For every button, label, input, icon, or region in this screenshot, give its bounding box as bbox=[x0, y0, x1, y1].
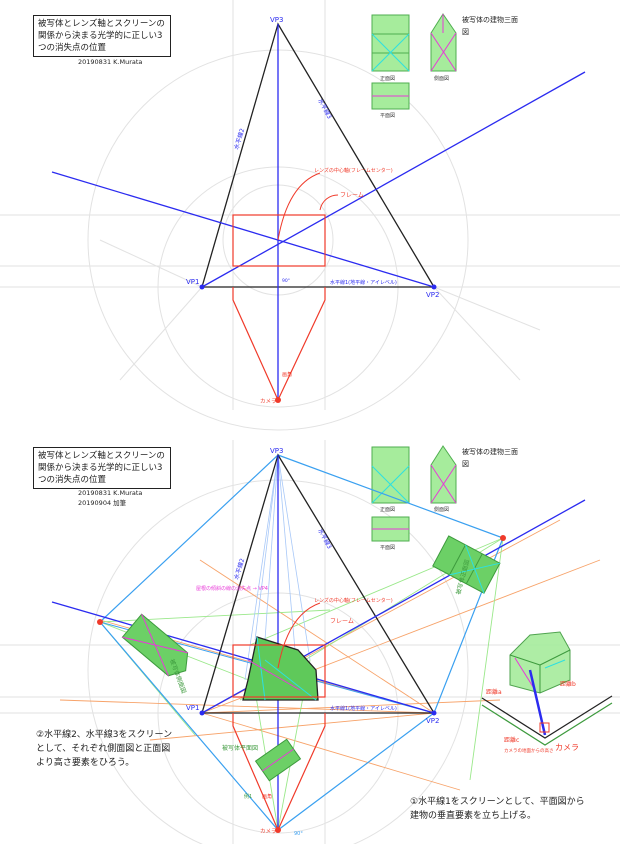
vanishing-triangle bbox=[201, 22, 436, 288]
three-view-title-bottom: 被写体の建物三面図 bbox=[462, 448, 518, 468]
front-view-label-bottom: 正面図 bbox=[380, 507, 395, 513]
top-diagram: VP3 VP1 VP2 水平線1(地平線・アイレベル) 水平線2 水平線3 レン… bbox=[0, 0, 620, 431]
signature-top: 20190831 K.Murata bbox=[78, 58, 143, 66]
camera-height-label: カメラの地面からの高さ bbox=[504, 747, 554, 754]
distance-b-label: 距離b bbox=[560, 680, 576, 688]
front-camera-dot bbox=[500, 535, 506, 541]
frame-rect-bottom bbox=[232, 644, 326, 698]
lens-axis-label-bottom: レンズの中心軸(フレームセンター) bbox=[314, 597, 393, 604]
frame-rect bbox=[232, 214, 326, 267]
title-note-bottom: 被写体とレンズ軸とスクリーンの関係から決まる光学的に正しい3つの消失点の位置 bbox=[33, 447, 171, 489]
building-3d-sketch bbox=[481, 631, 613, 746]
front-view-shape bbox=[371, 14, 410, 72]
side-view-projected bbox=[121, 613, 189, 677]
front-view-label: 正面図 bbox=[380, 76, 395, 82]
lens-axis-label: レンズの中心軸(フレームセンター) bbox=[314, 167, 393, 174]
camera-dot bbox=[275, 397, 281, 403]
side-view-label: 側面図 bbox=[434, 75, 449, 82]
horizon1-label: 水平線1(地平線・アイレベル) bbox=[330, 279, 397, 286]
example-label: 例1 bbox=[244, 793, 252, 800]
vp2-label: VP2 bbox=[426, 291, 439, 299]
angle-label: 90° bbox=[282, 278, 290, 284]
plan-view-projected bbox=[254, 738, 302, 782]
camera-label: カメラ bbox=[260, 398, 277, 405]
front-view-projected bbox=[432, 535, 501, 594]
signature-bottom: 20190831 K.Murata bbox=[78, 489, 143, 497]
vp1-label: VP1 bbox=[186, 278, 199, 286]
roof-vp4-note: 屋根の傾斜の線の消失点 → VP4 bbox=[196, 585, 268, 592]
vp3-label-bottom: VP3 bbox=[270, 447, 283, 455]
frame-pointer bbox=[319, 194, 339, 211]
angle-label-bottom: 90° bbox=[294, 831, 303, 837]
camera-label-bottom: カメラ bbox=[260, 828, 277, 835]
view-angle-lines bbox=[232, 287, 326, 402]
side-view-label-bottom: 側面図 bbox=[434, 506, 449, 513]
side-camera-dot bbox=[97, 619, 103, 625]
plan-view-label: 平面図 bbox=[380, 113, 395, 119]
horizon3-label: 水平線3 bbox=[316, 97, 333, 120]
building-perspective bbox=[242, 636, 319, 701]
frame-label-bottom: フレーム bbox=[330, 618, 354, 625]
horizon-line-3 bbox=[201, 71, 586, 288]
vp1-dot bbox=[199, 284, 205, 290]
view-angle-label: 画角 bbox=[282, 371, 292, 378]
side-view-shape bbox=[430, 13, 457, 72]
step1-note: ①水平線1をスクリーンとして、平面図から建物の垂直要素を立ち上げる。 bbox=[410, 797, 585, 821]
distance-a-label: 距離a bbox=[486, 688, 502, 696]
frame-label: フレーム bbox=[340, 192, 364, 199]
horizon1-label-bottom: 水平線1(地平線・アイレベル) bbox=[330, 705, 397, 712]
construction-lines-vp3 bbox=[244, 454, 311, 681]
vp2-dot bbox=[431, 284, 437, 290]
horizon-line-2 bbox=[51, 171, 435, 288]
screen-quad bbox=[99, 454, 504, 831]
plan-label: 被写体平面図 bbox=[222, 744, 258, 752]
vp2-label-bottom: VP2 bbox=[426, 717, 439, 725]
camera-dot-bottom bbox=[275, 827, 281, 833]
vp1-label-bottom: VP1 bbox=[186, 704, 199, 712]
vanishing-triangle-bottom bbox=[201, 453, 436, 714]
three-view-title-top: 被写体の建物三面図 bbox=[462, 16, 518, 36]
vp3-label: VP3 bbox=[270, 16, 283, 24]
three-view-drawings bbox=[371, 13, 457, 110]
plan-view-label-bottom: 平面図 bbox=[380, 545, 395, 551]
horizon-line-2-bottom bbox=[51, 601, 435, 714]
lens-axis-pointer bbox=[277, 172, 321, 241]
camera-label-3d: カメラ bbox=[555, 743, 579, 752]
title-note-top: 被写体とレンズ軸とスクリーンの関係から決まる光学的に正しい3つの消失点の位置 bbox=[33, 15, 171, 57]
view-angle-label-bottom: 画角 bbox=[262, 793, 272, 800]
revision-date: 20190904 加筆 bbox=[78, 499, 127, 507]
horizon3-label-bottom: 水平線3 bbox=[316, 527, 333, 550]
step2-note: ②水平線2、水平線3をスクリーンとして、それぞれ側面図と正面図より高さ要素をひろ… bbox=[36, 730, 173, 768]
distance-c-label: 距離c bbox=[504, 736, 519, 744]
three-view-drawings-bottom bbox=[371, 445, 457, 542]
